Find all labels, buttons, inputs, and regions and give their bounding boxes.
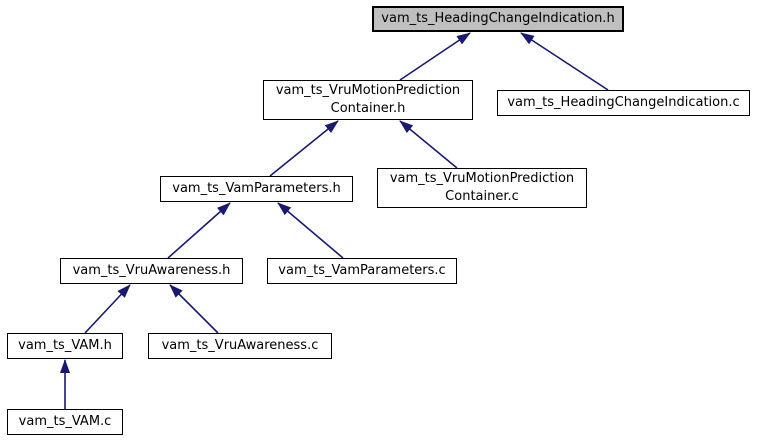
graph-node-vam_ts_VruAwareness-c[interactable]: vam_ts_VruAwareness.c (148, 333, 332, 359)
edge-vam_ts_VruMotionPredictionContainer_c-to-vam_ts_VruMotionPredictionContainer_h (399, 120, 458, 169)
edge-vam_ts_VruAwareness_h-to-vam_ts_VamParameters_h (167, 202, 231, 259)
graph-node-vam_ts_VAM-h[interactable]: vam_ts_VAM.h (7, 333, 123, 359)
edge-vam_ts_VamParameters_h-to-vam_ts_VruMotionPredictionContainer_h (269, 120, 339, 177)
graph-node-vam_ts_VamParameters-h[interactable]: vam_ts_VamParameters.h (160, 176, 353, 202)
edge-vam_ts_VamParameters_c-to-vam_ts_VamParameters_h (277, 202, 344, 259)
edge-vam_ts_VruAwareness_c-to-vam_ts_VruAwareness_h (169, 284, 219, 334)
graph-node-vam_ts_HeadingChangeIndication-c[interactable]: vam_ts_HeadingChangeIndication.c (497, 90, 750, 116)
graph-node-vam_ts_VAM-c[interactable]: vam_ts_VAM.c (7, 409, 123, 435)
graph-node-vam_ts_VruMotionPredictionContainer-h[interactable]: vam_ts_VruMotionPrediction Container.h (263, 80, 473, 120)
edge-vam_ts_VAM_h-to-vam_ts_VruAwareness_h (84, 284, 131, 334)
graph-node-vam_ts_VamParameters-c[interactable]: vam_ts_VamParameters.c (267, 258, 457, 284)
edge-vam_ts_VruMotionPredictionContainer_h-to-vam_ts_HeadingChangeIndication_h (399, 32, 471, 81)
graph-node-vam_ts_VruMotionPredictionContainer-c[interactable]: vam_ts_VruMotionPrediction Container.c (377, 168, 587, 208)
graph-node-vam_ts_HeadingChangeIndication-h: vam_ts_HeadingChangeIndication.h (372, 6, 624, 32)
edge-vam_ts_HeadingChangeIndication_c-to-vam_ts_HeadingChangeIndication_h (520, 32, 609, 91)
graph-node-vam_ts_VruAwareness-h[interactable]: vam_ts_VruAwareness.h (60, 258, 243, 284)
